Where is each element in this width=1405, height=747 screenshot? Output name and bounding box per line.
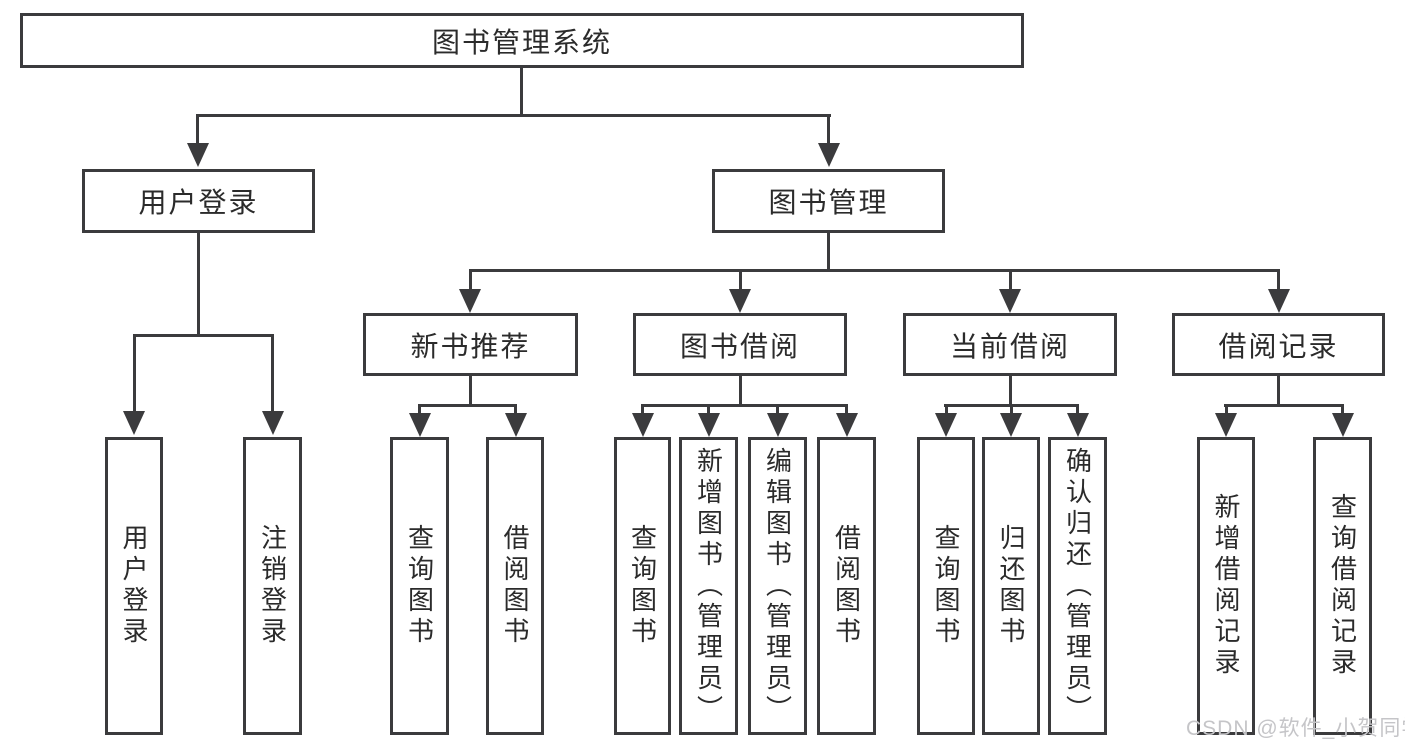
- node-leaf-borrow-query-books: 查询图书: [614, 437, 671, 735]
- connector-new-book-recommend-stem: [469, 376, 472, 407]
- node-new-book-recommend-label: 新书推荐: [410, 330, 531, 362]
- arrowhead: [836, 413, 858, 437]
- arrowhead: [818, 143, 840, 167]
- node-library-system: 图书管理系统: [20, 13, 1024, 68]
- node-leaf-current-query-books-label: 查询图书: [931, 524, 961, 648]
- arrowhead: [698, 413, 720, 437]
- arrowhead: [1000, 413, 1022, 437]
- connector-leaf-drop: [418, 404, 421, 413]
- node-leaf-recommend-borrow-books: 借阅图书: [486, 437, 544, 735]
- connector-to-new-book-recommend: [469, 269, 472, 289]
- node-book-management: 图书管理: [712, 169, 945, 233]
- connector-book-management-rail: [469, 269, 1280, 272]
- connector-leaf-drop: [1225, 404, 1228, 413]
- arrowhead: [1268, 289, 1290, 313]
- node-leaf-add-borrow-record-label: 新增借阅记录: [1211, 493, 1241, 679]
- node-leaf-confirm-return-admin: 确认归还（管理员）: [1048, 437, 1107, 735]
- connector-leaf-drop: [1076, 404, 1079, 413]
- connector-leaf-drop: [641, 404, 644, 413]
- connector-book-borrow-rail: [641, 404, 848, 407]
- connector-book-management-stem: [827, 233, 830, 272]
- node-user-login: 用户登录: [82, 169, 315, 233]
- connector-to-borrow-records: [1277, 269, 1280, 289]
- connector-user-login-stem: [197, 233, 200, 337]
- arrowhead: [459, 289, 481, 313]
- arrowhead: [632, 413, 654, 437]
- node-current-borrow: 当前借阅: [903, 313, 1117, 376]
- node-leaf-query-borrow-record: 查询借阅记录: [1313, 437, 1372, 735]
- arrowhead: [123, 411, 145, 435]
- connector-current-borrow-stem: [1009, 376, 1012, 407]
- connector-leaf-drop: [1010, 404, 1013, 413]
- connector-to-current-borrow: [1009, 269, 1012, 289]
- arrowhead: [767, 413, 789, 437]
- node-leaf-user-login-label: 用户登录: [119, 524, 149, 648]
- connector-leaf-drop: [707, 404, 710, 413]
- node-leaf-borrow-query-books-label: 查询图书: [627, 524, 658, 648]
- arrowhead: [999, 289, 1021, 313]
- node-user-login-label: 用户登录: [138, 187, 259, 218]
- node-leaf-logout-label: 注销登录: [257, 524, 288, 648]
- connector-root-rail: [196, 114, 831, 117]
- node-borrow-records: 借阅记录: [1172, 313, 1385, 376]
- connector-leaf-drop: [776, 404, 779, 413]
- connector-leaf-drop: [1341, 404, 1344, 413]
- arrowhead: [262, 411, 284, 435]
- node-library-system-label: 图书管理系统: [431, 26, 612, 58]
- connector-to-user-login: [196, 114, 199, 143]
- node-leaf-recommend-query-books: 查询图书: [390, 437, 449, 735]
- node-leaf-edit-books-admin-label: 编辑图书（管理员）: [762, 446, 793, 726]
- node-leaf-borrow-books: 借阅图书: [817, 437, 876, 735]
- connector-borrow-records-stem: [1277, 376, 1280, 407]
- node-leaf-edit-books-admin: 编辑图书（管理员）: [748, 437, 807, 735]
- node-leaf-recommend-query-books-label: 查询图书: [404, 524, 435, 648]
- node-leaf-add-books-admin-label: 新增图书（管理员）: [693, 446, 724, 726]
- node-current-borrow-label: 当前借阅: [949, 330, 1070, 362]
- node-leaf-current-query-books: 查询图书: [917, 437, 975, 735]
- connector-borrow-records-rail: [1224, 404, 1344, 407]
- connector-new-book-recommend-rail: [418, 404, 517, 407]
- connector-to-user-login-leaf: [133, 334, 136, 411]
- node-borrow-records-label: 借阅记录: [1218, 330, 1339, 362]
- connector-leaf-drop: [514, 404, 517, 413]
- arrowhead: [187, 143, 209, 167]
- node-leaf-return-books-label: 归还图书: [996, 524, 1026, 648]
- connector-to-book-management: [827, 114, 830, 143]
- connector-user-login-rail: [133, 334, 274, 337]
- arrowhead: [1332, 413, 1354, 437]
- node-leaf-return-books: 归还图书: [982, 437, 1040, 735]
- arrowhead: [409, 413, 431, 437]
- node-leaf-confirm-return-admin-label: 确认归还（管理员）: [1062, 446, 1093, 726]
- node-book-borrow: 图书借阅: [633, 313, 847, 376]
- arrowhead: [729, 289, 751, 313]
- connector-root-stem: [520, 68, 523, 117]
- connector-to-logout-leaf: [271, 334, 274, 411]
- node-book-management-label: 图书管理: [768, 187, 889, 218]
- connector-leaf-drop: [845, 404, 848, 413]
- connector-to-book-borrow: [739, 269, 742, 289]
- node-leaf-query-borrow-record-label: 查询借阅记录: [1327, 493, 1358, 679]
- node-new-book-recommend: 新书推荐: [363, 313, 578, 376]
- node-leaf-logout: 注销登录: [243, 437, 302, 735]
- node-leaf-borrow-books-label: 借阅图书: [831, 524, 862, 648]
- arrowhead: [1215, 413, 1237, 437]
- connector-book-borrow-stem: [739, 376, 742, 407]
- arrowhead: [1067, 413, 1089, 437]
- csdn-watermark: CSDN @软件_小贺同学: [1186, 717, 1405, 740]
- node-leaf-recommend-borrow-books-label: 借阅图书: [500, 524, 530, 648]
- node-leaf-add-books-admin: 新增图书（管理员）: [679, 437, 738, 735]
- node-leaf-add-borrow-record: 新增借阅记录: [1197, 437, 1255, 735]
- connector-leaf-drop: [945, 404, 948, 413]
- arrowhead: [935, 413, 957, 437]
- arrowhead: [505, 413, 527, 437]
- node-leaf-user-login: 用户登录: [105, 437, 163, 735]
- node-book-borrow-label: 图书借阅: [679, 330, 800, 362]
